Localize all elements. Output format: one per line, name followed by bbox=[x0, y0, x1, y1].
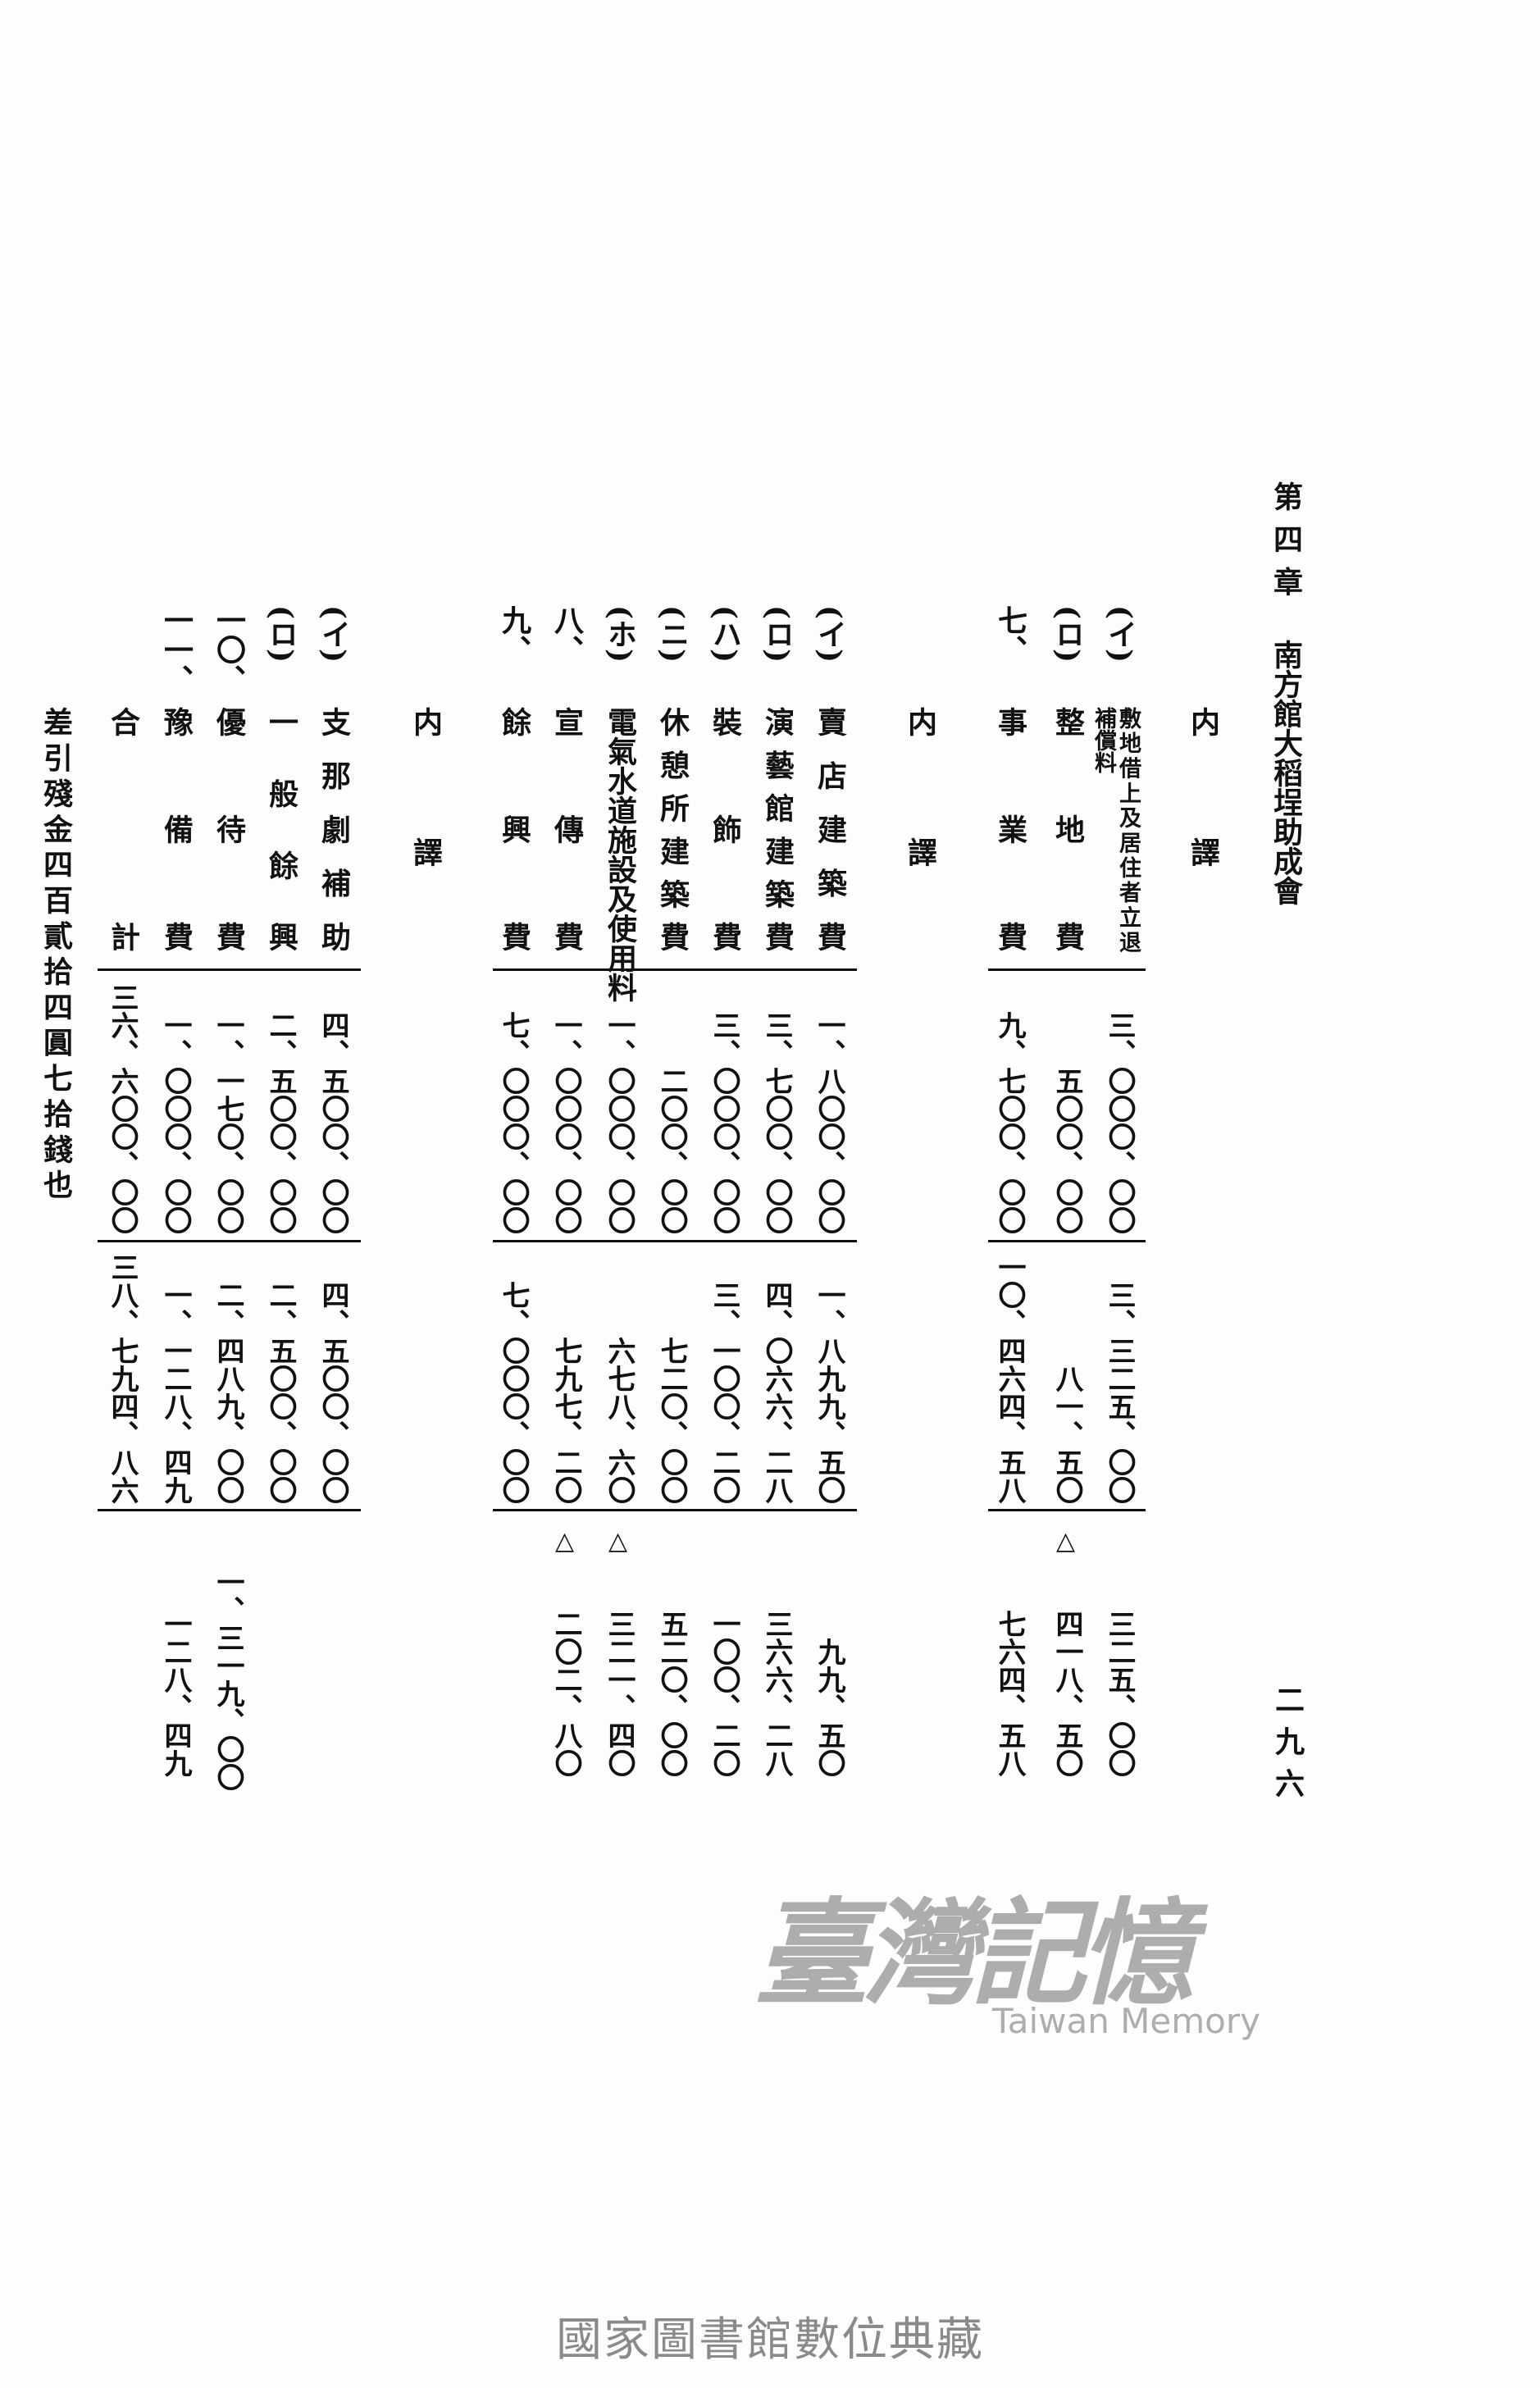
actual-value: 三、三二五、〇〇 bbox=[1103, 1281, 1136, 1504]
budget-value: 三、七〇〇、〇〇 bbox=[760, 1011, 793, 1234]
actual-value: 一、八九九、五〇 bbox=[813, 1281, 845, 1504]
actual-value: 三八、七九四、八六 bbox=[106, 1253, 139, 1504]
row-label: 演藝館建築費 bbox=[760, 707, 795, 951]
row-label: 電氣水道施設及使用料 bbox=[603, 707, 637, 1002]
row-prefix: (ハ) bbox=[708, 605, 742, 663]
rule bbox=[98, 1240, 361, 1242]
negative-mark: △ bbox=[550, 1527, 579, 1556]
actual-value: 一、一二八、四九 bbox=[159, 1281, 192, 1504]
row-prefix: (ロ) bbox=[760, 605, 795, 663]
row-label: 優待費 bbox=[212, 707, 246, 951]
difference-value: 四一八、五〇 bbox=[1050, 1610, 1083, 1777]
actual-value: 一〇、四六四、五八 bbox=[993, 1253, 1026, 1504]
row-label: 整地費 bbox=[1050, 707, 1085, 951]
negative-mark: △ bbox=[1051, 1527, 1080, 1556]
rule bbox=[493, 1509, 857, 1511]
footer-watermark: 國家圖書館數位典藏 bbox=[556, 2313, 984, 2367]
budget-value: 三、〇〇〇、〇〇 bbox=[708, 1011, 740, 1234]
difference-value: 一〇〇、二〇 bbox=[708, 1610, 740, 1777]
row-prefix: (イ) bbox=[813, 605, 847, 663]
breakdown-label: 内譯 bbox=[408, 707, 443, 867]
difference-value: 三二一、四〇 bbox=[603, 1610, 636, 1777]
row-prefix: (ロ) bbox=[1050, 605, 1085, 663]
rule bbox=[988, 968, 1146, 971]
row-label: 豫備費 bbox=[159, 707, 194, 951]
budget-value: 一、〇〇〇、〇〇 bbox=[159, 1011, 192, 1234]
row-label: 敷地借上及居住者立退 bbox=[1115, 707, 1141, 953]
taiwan-memory-logo: 臺灣記憶 bbox=[754, 1887, 1194, 2021]
row-prefix: 九、 bbox=[497, 605, 531, 664]
row-label: 裝飾費 bbox=[708, 707, 742, 951]
row-label-cont: 補償料 bbox=[1091, 707, 1116, 773]
budget-value: 一、〇〇〇、〇〇 bbox=[603, 1011, 636, 1234]
budget-value: 七、〇〇〇、〇〇 bbox=[497, 1011, 530, 1234]
row-label: 餘興費 bbox=[497, 707, 531, 951]
row-prefix: (ホ) bbox=[603, 605, 637, 663]
difference-value: 九九、五〇 bbox=[813, 1638, 845, 1777]
row-label: 合計 bbox=[106, 707, 140, 951]
budget-value: 四、五〇〇、〇〇 bbox=[317, 1011, 349, 1234]
budget-value: 一、〇〇〇、〇〇 bbox=[549, 1011, 582, 1234]
difference-value: 二〇二、八〇 bbox=[549, 1610, 582, 1777]
rule bbox=[493, 968, 857, 971]
actual-value: 二、五〇〇、〇〇 bbox=[264, 1281, 297, 1504]
rule bbox=[98, 968, 361, 971]
difference-value: 五二〇、〇〇 bbox=[655, 1610, 688, 1777]
row-label: 宣傳費 bbox=[549, 707, 584, 951]
row-prefix: 七、 bbox=[993, 605, 1027, 664]
budget-value: 一、一七〇、〇〇 bbox=[212, 1011, 244, 1234]
rule bbox=[988, 1240, 1146, 1242]
rule bbox=[988, 1509, 1146, 1511]
breakdown-label: 内譯 bbox=[1186, 707, 1220, 867]
row-prefix: 一〇、 bbox=[212, 605, 246, 694]
actual-value: 二、四八九、〇〇 bbox=[212, 1281, 244, 1504]
budget-value: 三六、六〇〇、〇〇 bbox=[106, 983, 139, 1234]
budget-value: 一、八〇〇、〇〇 bbox=[813, 1011, 845, 1234]
row-prefix: (イ) bbox=[317, 605, 351, 663]
actual-value: 七二〇、〇〇 bbox=[655, 1337, 688, 1504]
budget-value: 二、五〇〇、〇〇 bbox=[264, 1011, 297, 1234]
actual-value: 四、五〇〇、〇〇 bbox=[317, 1281, 349, 1504]
rule bbox=[98, 1509, 361, 1511]
organization-title: 南方館大稻埕助成會 bbox=[1269, 640, 1303, 905]
row-label: 賣店建築費 bbox=[813, 707, 847, 951]
actual-value: 三、一〇〇、二〇 bbox=[708, 1281, 740, 1504]
actual-value: 八一、五〇 bbox=[1050, 1365, 1083, 1504]
row-label: 事業費 bbox=[993, 707, 1027, 951]
row-prefix: 一一、 bbox=[159, 605, 194, 694]
row-prefix: (ニ) bbox=[655, 605, 690, 663]
actual-value: 六七八、六〇 bbox=[603, 1337, 636, 1504]
actual-value: 七、〇〇〇、〇〇 bbox=[497, 1281, 530, 1504]
row-prefix: (イ) bbox=[1103, 605, 1137, 663]
taiwan-memory-subtitle: Taiwan Memory bbox=[992, 2001, 1260, 2041]
negative-mark: △ bbox=[604, 1527, 632, 1556]
row-label: 休憩所建築費 bbox=[655, 707, 690, 951]
difference-value: 一二八、四九 bbox=[159, 1610, 192, 1777]
row-prefix: 八、 bbox=[549, 605, 584, 664]
difference-value: 七六四、五八 bbox=[993, 1610, 1026, 1777]
row-prefix: (ロ) bbox=[264, 605, 298, 663]
rule bbox=[493, 1240, 857, 1242]
budget-value: 五〇〇、〇〇 bbox=[1050, 1067, 1083, 1234]
balance-note: 差引殘金四百貳拾四圓七拾錢也 bbox=[39, 707, 73, 1199]
budget-value: 三、〇〇〇、〇〇 bbox=[1103, 1011, 1136, 1234]
actual-value: 七九七、二〇 bbox=[549, 1337, 582, 1504]
row-label: 支那劇補助 bbox=[317, 707, 351, 951]
row-label: 一般餘興 bbox=[264, 707, 298, 951]
difference-value: 三二五、〇〇 bbox=[1103, 1610, 1136, 1777]
difference-value: 一、三一九、〇〇 bbox=[212, 1568, 244, 1791]
budget-value: 二〇〇、〇〇 bbox=[655, 1067, 688, 1234]
breakdown-label: 内譯 bbox=[903, 707, 937, 867]
budget-value: 九、七〇〇、〇〇 bbox=[993, 1011, 1026, 1234]
actual-value: 四、〇六六、二八 bbox=[760, 1281, 793, 1504]
page-number: 二九六 bbox=[1270, 1684, 1305, 1798]
chapter-title: 第四章 bbox=[1269, 481, 1303, 596]
difference-value: 三六六、二八 bbox=[760, 1610, 793, 1777]
